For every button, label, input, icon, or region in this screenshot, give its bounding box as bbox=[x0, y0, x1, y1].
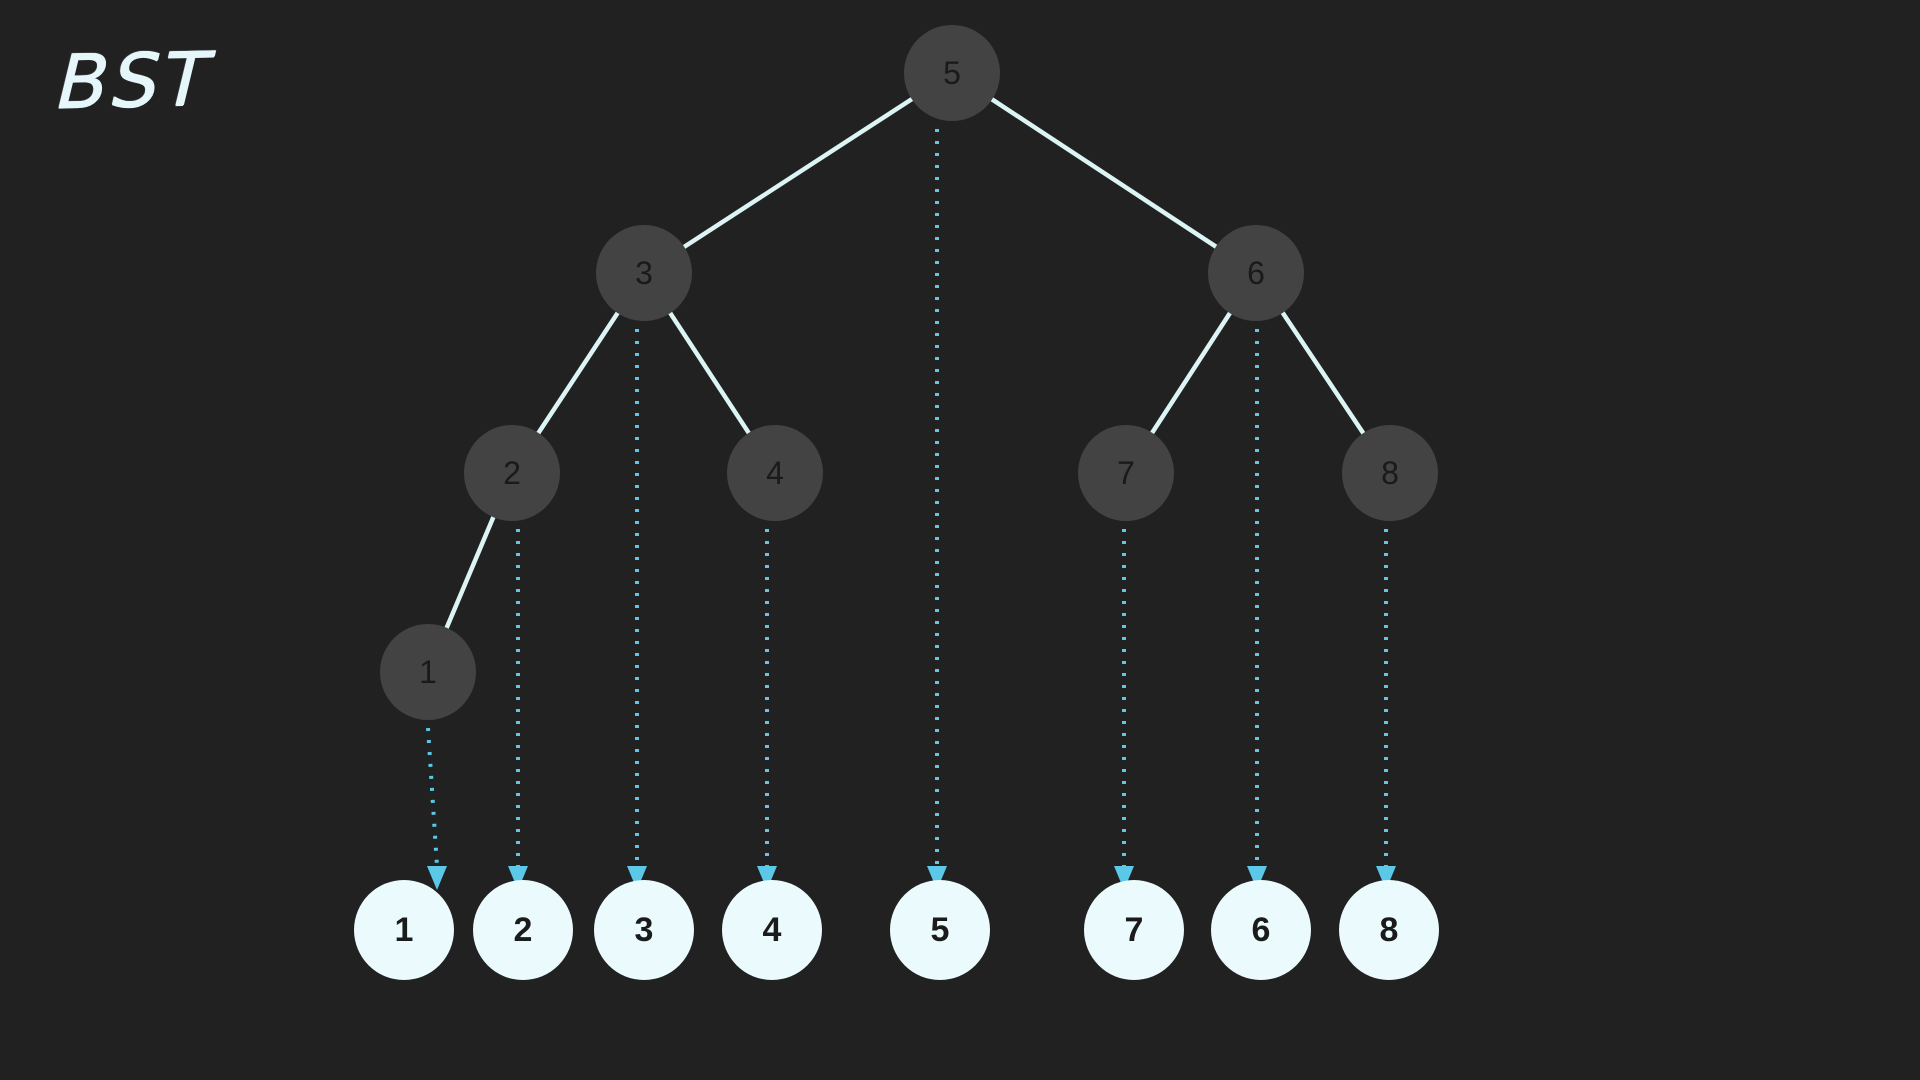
tree-node-circle bbox=[727, 425, 823, 521]
tree-node-6[interactable]: 6 bbox=[1208, 225, 1304, 321]
tree-node-circle bbox=[596, 225, 692, 321]
tree-node-label: 6 bbox=[1247, 255, 1265, 291]
tree-node-circle bbox=[1078, 425, 1174, 521]
tree-edge bbox=[442, 511, 498, 634]
output-node-label: 2 bbox=[514, 911, 533, 949]
output-node-3[interactable]: 3 bbox=[594, 880, 694, 980]
pointer-arrow bbox=[1376, 529, 1396, 890]
tree-edge bbox=[1278, 307, 1368, 439]
pointer-arrow bbox=[1114, 529, 1134, 890]
tree-node-label: 3 bbox=[635, 255, 653, 291]
output-node-circle bbox=[1084, 880, 1184, 980]
tree-node-circle bbox=[1342, 425, 1438, 521]
output-node-circle bbox=[890, 880, 990, 980]
tree-node-label: 4 bbox=[766, 455, 784, 491]
output-node-circle bbox=[594, 880, 694, 980]
output-node-label: 4 bbox=[763, 911, 782, 949]
tree-node-2[interactable]: 2 bbox=[464, 425, 560, 521]
tree-node-3[interactable]: 3 bbox=[596, 225, 692, 321]
tree-node-1[interactable]: 1 bbox=[380, 624, 476, 720]
tree-edge bbox=[678, 94, 918, 252]
output-node-circle bbox=[473, 880, 573, 980]
tree-node-8[interactable]: 8 bbox=[1342, 425, 1438, 521]
tree-node-circle bbox=[1208, 225, 1304, 321]
pointer-arrow-layer bbox=[426, 129, 1396, 890]
output-node-label: 8 bbox=[1380, 911, 1399, 949]
output-node-circle bbox=[1339, 880, 1439, 980]
tree-node-7[interactable]: 7 bbox=[1078, 425, 1174, 521]
output-node-6[interactable]: 6 bbox=[1211, 880, 1311, 980]
tree-node-circle bbox=[380, 624, 476, 720]
output-node-label: 7 bbox=[1125, 911, 1144, 949]
tree-node-5[interactable]: 5 bbox=[904, 25, 1000, 121]
output-node-label: 6 bbox=[1252, 911, 1271, 949]
tree-edge-layer bbox=[442, 94, 1368, 634]
pointer-arrow bbox=[927, 129, 947, 890]
tree-node-label: 7 bbox=[1117, 455, 1135, 491]
tree-edge bbox=[533, 307, 623, 439]
tree-edge bbox=[665, 307, 754, 439]
output-node-8[interactable]: 8 bbox=[1339, 880, 1439, 980]
output-node-4[interactable]: 4 bbox=[722, 880, 822, 980]
pointer-arrow bbox=[508, 529, 528, 890]
tree-edge bbox=[1147, 307, 1235, 439]
tree-node-label: 2 bbox=[503, 455, 521, 491]
pointer-arrow bbox=[1247, 329, 1267, 890]
tree-node-label: 1 bbox=[419, 654, 437, 690]
output-node-2[interactable]: 2 bbox=[473, 880, 573, 980]
pointer-arrow bbox=[627, 329, 647, 890]
output-node-layer: 1 2 3 4 5 7 6 8 bbox=[354, 880, 1439, 980]
tree-edge bbox=[986, 94, 1222, 252]
output-node-circle bbox=[722, 880, 822, 980]
output-node-1[interactable]: 1 bbox=[354, 880, 454, 980]
output-node-circle bbox=[1211, 880, 1311, 980]
output-node-circle bbox=[354, 880, 454, 980]
output-node-7[interactable]: 7 bbox=[1084, 880, 1184, 980]
pointer-arrow bbox=[426, 727, 447, 890]
pointer-arrow bbox=[757, 529, 777, 890]
tree-node-4[interactable]: 4 bbox=[727, 425, 823, 521]
tree-node-circle bbox=[904, 25, 1000, 121]
tree-node-label: 5 bbox=[943, 55, 961, 91]
tree-node-layer: 5 3 6 2 4 7 8 1 bbox=[380, 25, 1438, 720]
output-node-5[interactable]: 5 bbox=[890, 880, 990, 980]
output-node-label: 5 bbox=[931, 911, 950, 949]
output-node-label: 3 bbox=[635, 911, 654, 949]
tree-node-label: 8 bbox=[1381, 455, 1399, 491]
tree-node-circle bbox=[464, 425, 560, 521]
output-node-label: 1 bbox=[395, 911, 414, 949]
